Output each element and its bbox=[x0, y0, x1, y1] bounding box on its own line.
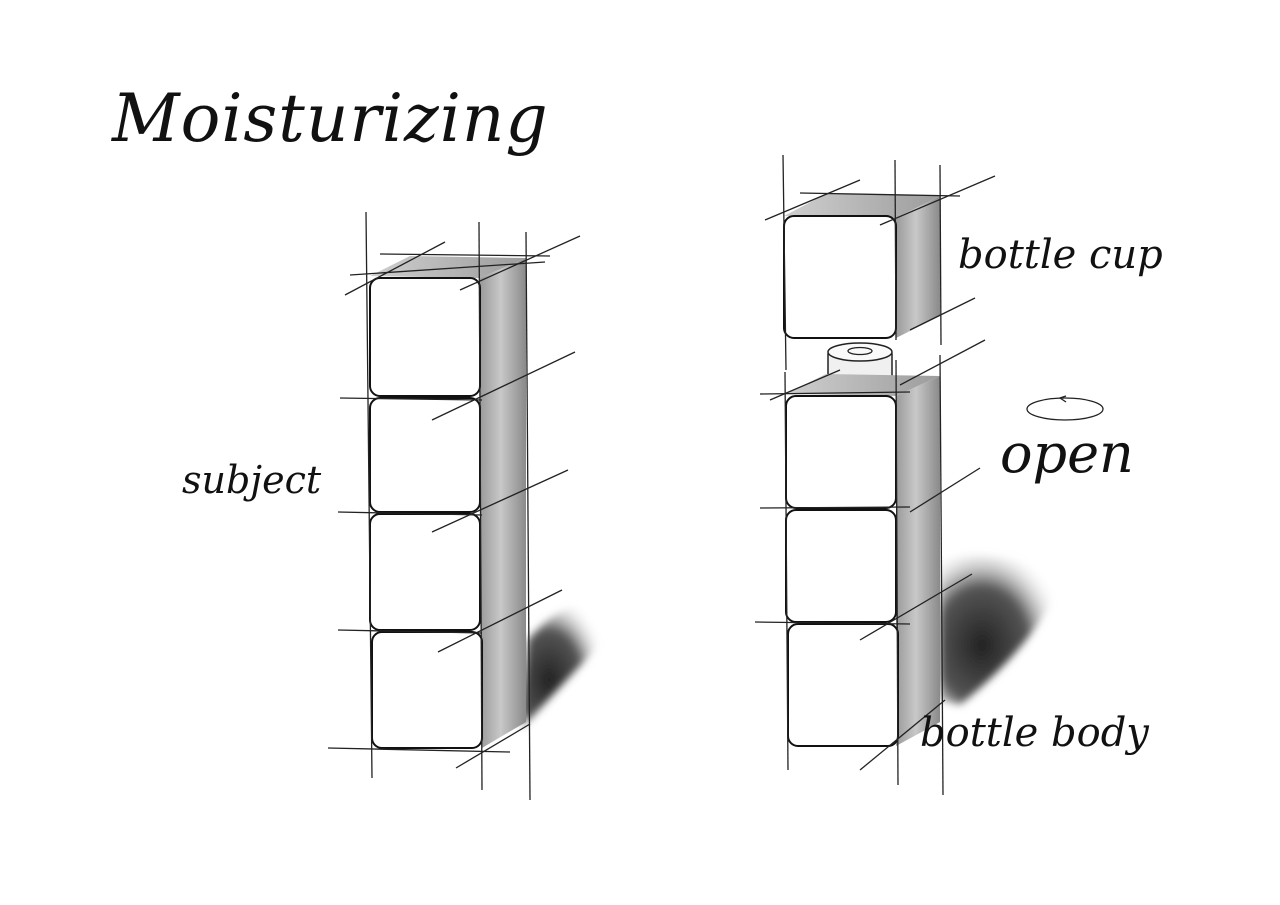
body-module-3 bbox=[787, 623, 899, 747]
module-2 bbox=[369, 397, 481, 513]
module-4 bbox=[371, 631, 483, 749]
cup-side-face bbox=[896, 196, 940, 338]
body-module-2 bbox=[785, 509, 897, 623]
label-bottle-cup: bottle cup bbox=[958, 232, 1163, 278]
label-open: open bbox=[1000, 422, 1134, 485]
label-bottle-body: bottle body bbox=[920, 710, 1149, 756]
body-top-face bbox=[786, 374, 940, 396]
cast-shadow bbox=[520, 604, 604, 730]
module-3 bbox=[369, 513, 481, 631]
cup-top-face bbox=[784, 194, 940, 218]
bottle-cup bbox=[764, 154, 996, 371]
module-1 bbox=[369, 277, 481, 397]
bottle-body bbox=[754, 339, 1060, 796]
body-shadow bbox=[940, 555, 1060, 705]
body-side-face bbox=[896, 376, 940, 746]
body-module-1 bbox=[785, 395, 897, 509]
side-face bbox=[480, 258, 526, 748]
label-subject: subject bbox=[182, 458, 322, 502]
page-title: Moisturizing bbox=[112, 80, 549, 157]
cup-front bbox=[783, 215, 897, 339]
subject-stack bbox=[327, 211, 604, 801]
rotate-arrow-icon bbox=[1026, 395, 1104, 421]
